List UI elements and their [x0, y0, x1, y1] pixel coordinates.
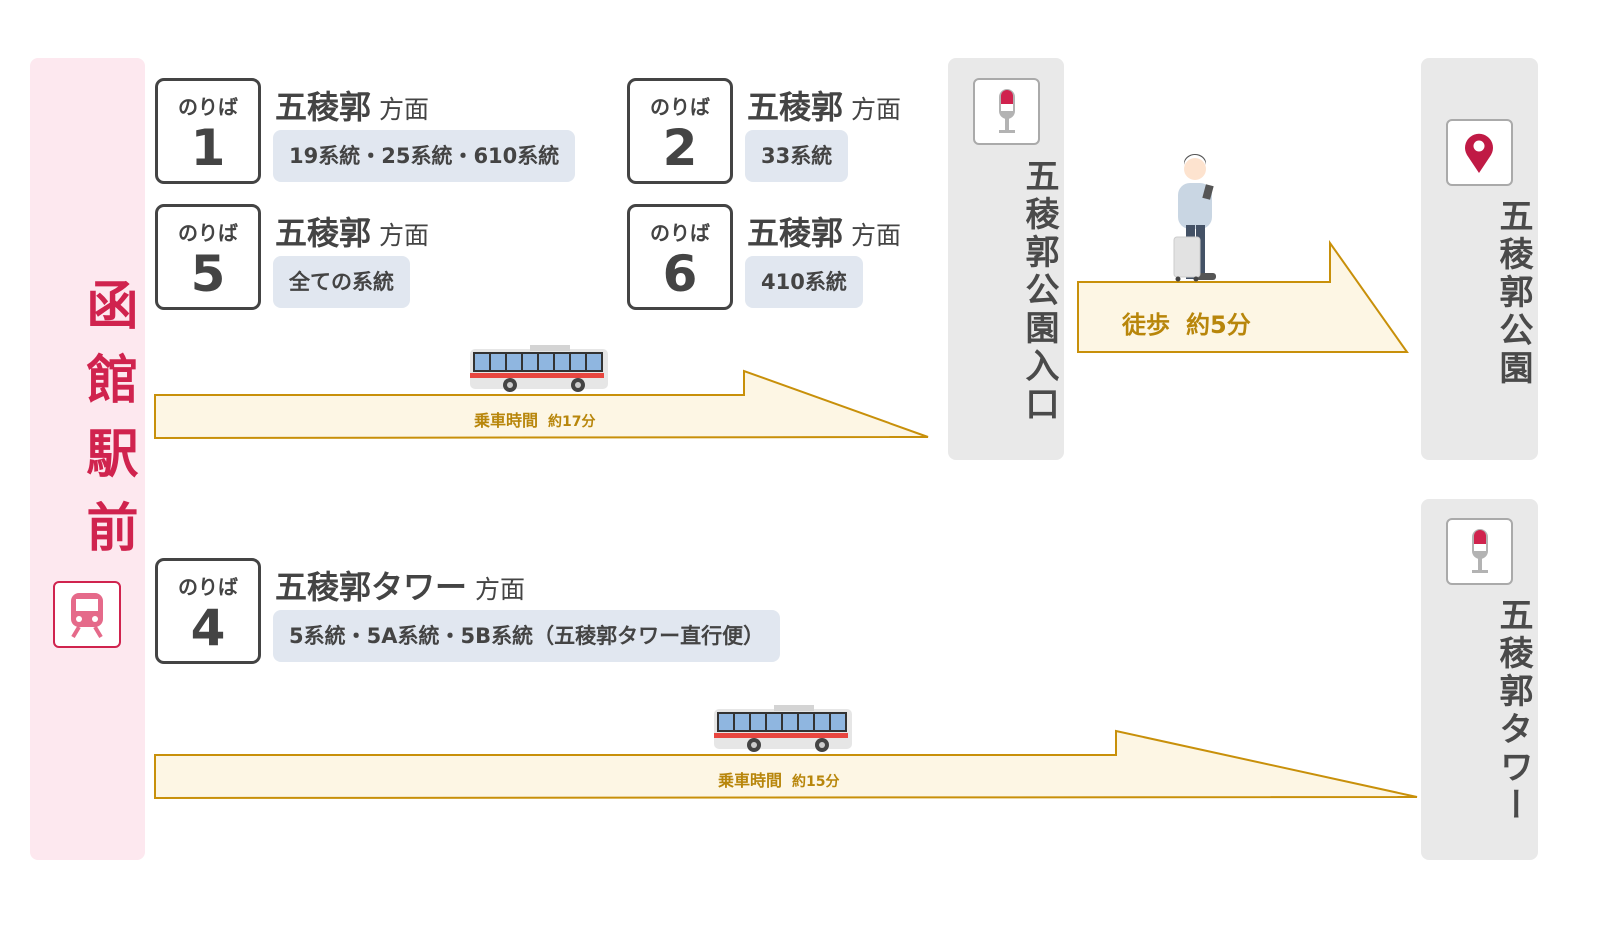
platform-4-routes: 5系統・5A系統・5B系統（五稜郭タワー直行便） — [273, 610, 781, 662]
platform-6-destination: 五稜郭方面 — [747, 214, 902, 252]
origin-panel: 函館駅前 — [30, 58, 145, 860]
bus-stop-icon — [1446, 518, 1513, 585]
map-pin-icon — [1446, 119, 1513, 186]
walk-arrow — [1077, 239, 1409, 353]
walk-time: 徒歩約5分 — [1122, 311, 1251, 339]
stop-park-entrance: 五稜郭公園入口 — [948, 58, 1064, 460]
stop-tower: 五稜郭タワー — [1421, 499, 1538, 860]
bus-icon — [714, 705, 852, 752]
bus-icon — [470, 345, 608, 392]
bus-stop-icon — [973, 78, 1040, 145]
stop-park: 五稜郭公園 — [1421, 58, 1538, 460]
platform-5-routes: 全ての系統 — [273, 256, 410, 308]
platform-5-destination: 五稜郭方面 — [275, 214, 430, 252]
platform-4-destination: 五稜郭タワー方面 — [275, 568, 526, 606]
platform-2-destination: 五稜郭方面 — [747, 88, 902, 126]
stop-name: 五稜郭タワー — [1493, 597, 1533, 825]
ride-arrow-2 — [154, 729, 1418, 800]
platform-1-destination: 五稜郭方面 — [275, 88, 430, 126]
ride-time-1: 乗車時間約17分 — [474, 411, 596, 430]
train-icon — [53, 581, 121, 648]
platform-2-routes: 33系統 — [745, 130, 849, 182]
stop-name: 五稜郭公園 — [1493, 198, 1533, 388]
ride-time-2: 乗車時間約15分 — [718, 771, 840, 790]
stop-name: 五稜郭公園入口 — [1019, 158, 1059, 424]
walking-person-icon — [1173, 154, 1216, 282]
ride-arrow-1 — [154, 369, 929, 440]
platform-6-routes: 410系統 — [745, 256, 863, 308]
origin-name: 函館駅前 — [77, 278, 137, 574]
platform-1-routes: 19系統・25系統・610系統 — [273, 130, 576, 182]
